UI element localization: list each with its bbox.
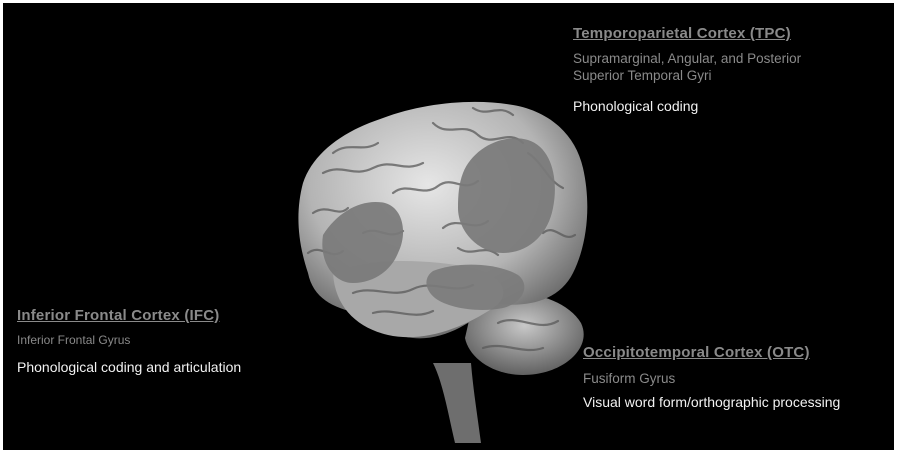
otc-structures: Fusiform Gyrus (583, 370, 883, 387)
diagram-canvas: Temporoparietal Cortex (TPC) Supramargin… (3, 3, 894, 450)
tpc-structures: Supramarginal, Angular, and Posterior Su… (573, 50, 853, 84)
ifc-label-group: Inferior Frontal Cortex (IFC) Inferior F… (17, 307, 347, 377)
otc-function: Visual word form/orthographic processing (583, 393, 853, 412)
ifc-title: Inferior Frontal Cortex (IFC) (17, 307, 347, 324)
ifc-function: Phonological coding and articulation (17, 358, 347, 377)
otc-title: Occipitotemporal Cortex (OTC) (583, 344, 883, 361)
tpc-label-group: Temporoparietal Cortex (TPC) Supramargin… (573, 25, 873, 116)
tpc-title: Temporoparietal Cortex (TPC) (573, 25, 873, 42)
otc-label-group: Occipitotemporal Cortex (OTC) Fusiform G… (583, 344, 883, 412)
ifc-structures: Inferior Frontal Gyrus (17, 332, 347, 349)
tpc-function: Phonological coding (573, 97, 873, 116)
brainstem-shape (433, 363, 481, 443)
